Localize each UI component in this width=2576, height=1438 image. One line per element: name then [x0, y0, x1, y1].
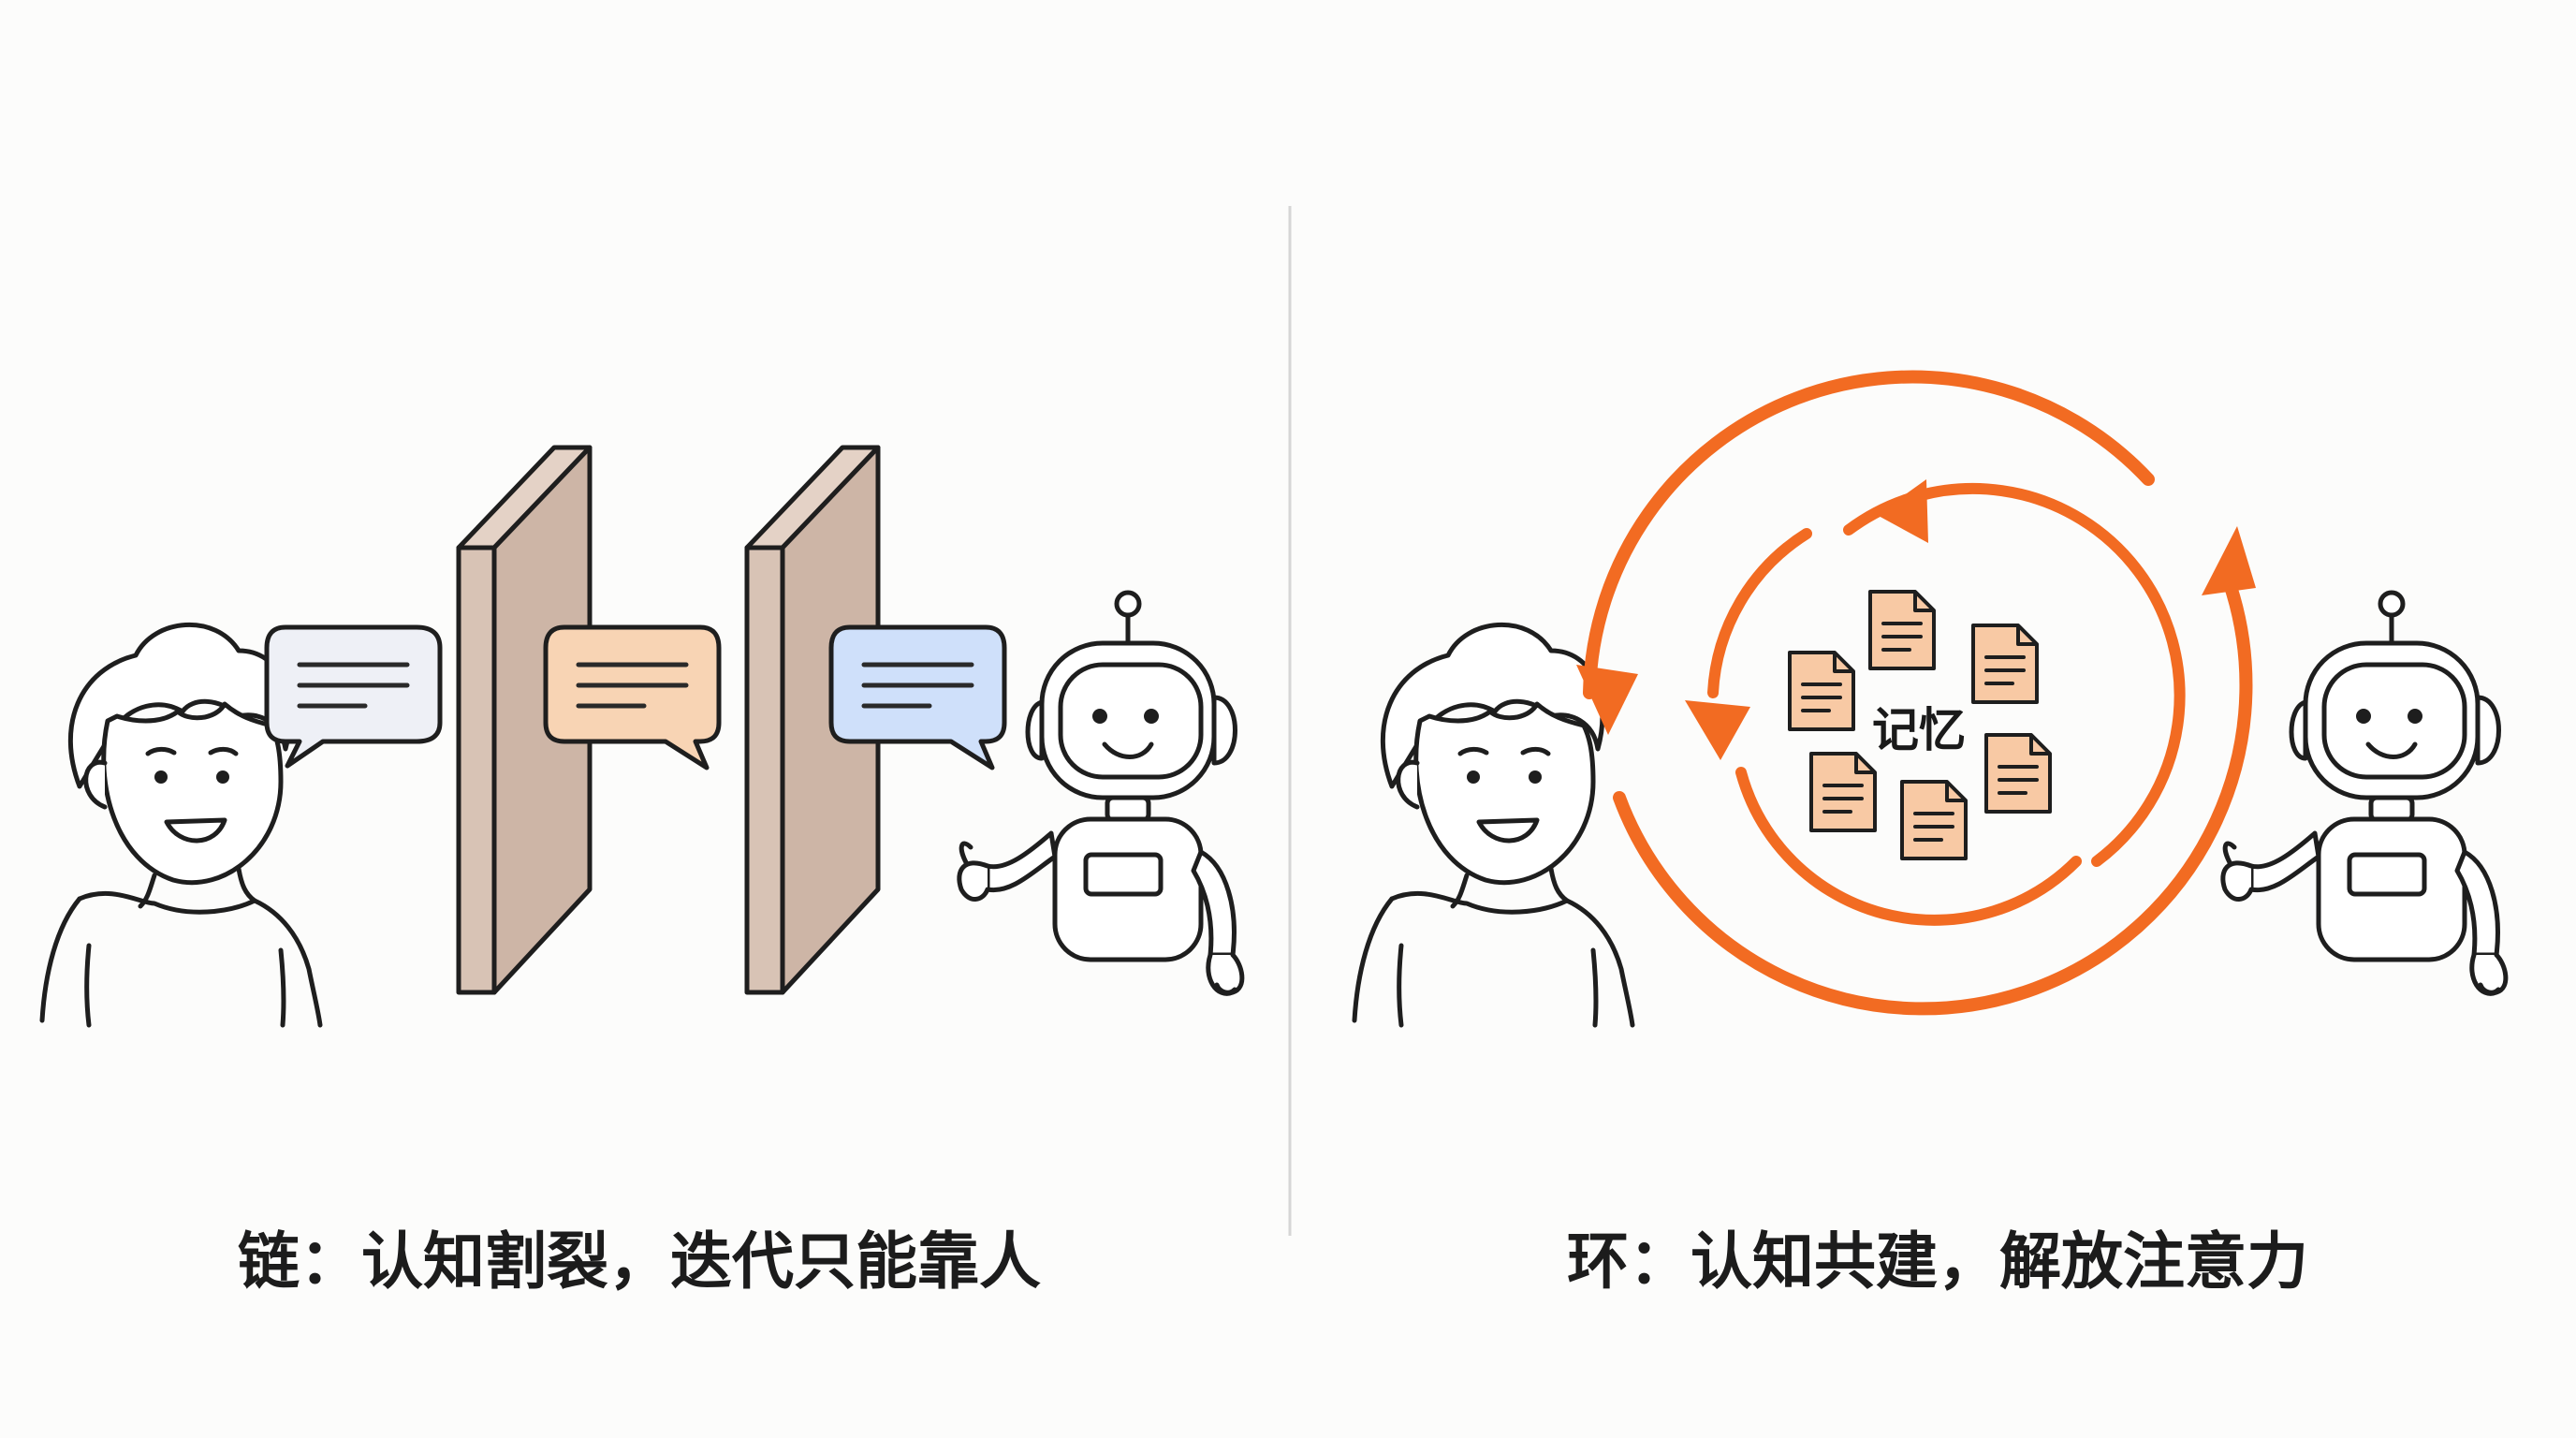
right-caption: 环：认知共建，解放注意力: [1567, 1225, 2308, 1298]
speech-bubble-icon: [264, 624, 443, 769]
document-icon: [1984, 733, 2052, 814]
right-panel: 记忆 环：认知共建，解放注意力: [1354, 370, 2506, 1298]
document-icon: [1900, 780, 1968, 860]
wall-icon: [456, 445, 593, 995]
robot-icon: [2223, 593, 2506, 993]
memory-label: 记忆: [1872, 703, 1966, 757]
circular-arrow-icon: [1685, 479, 2186, 926]
document-icon: [1788, 651, 1855, 731]
speech-bubble-icon: [543, 624, 722, 770]
left-panel: 链：认知割裂，迭代只能靠人: [42, 445, 1242, 1298]
left-caption: 链：认知割裂，迭代只能靠人: [238, 1225, 1041, 1298]
document-icon: [1809, 752, 1877, 832]
document-icon: [1971, 624, 2039, 704]
speech-bubble-icon: [828, 624, 1007, 770]
circular-arrow-icon: [1576, 370, 2256, 1016]
document-icon: [1868, 590, 1936, 670]
